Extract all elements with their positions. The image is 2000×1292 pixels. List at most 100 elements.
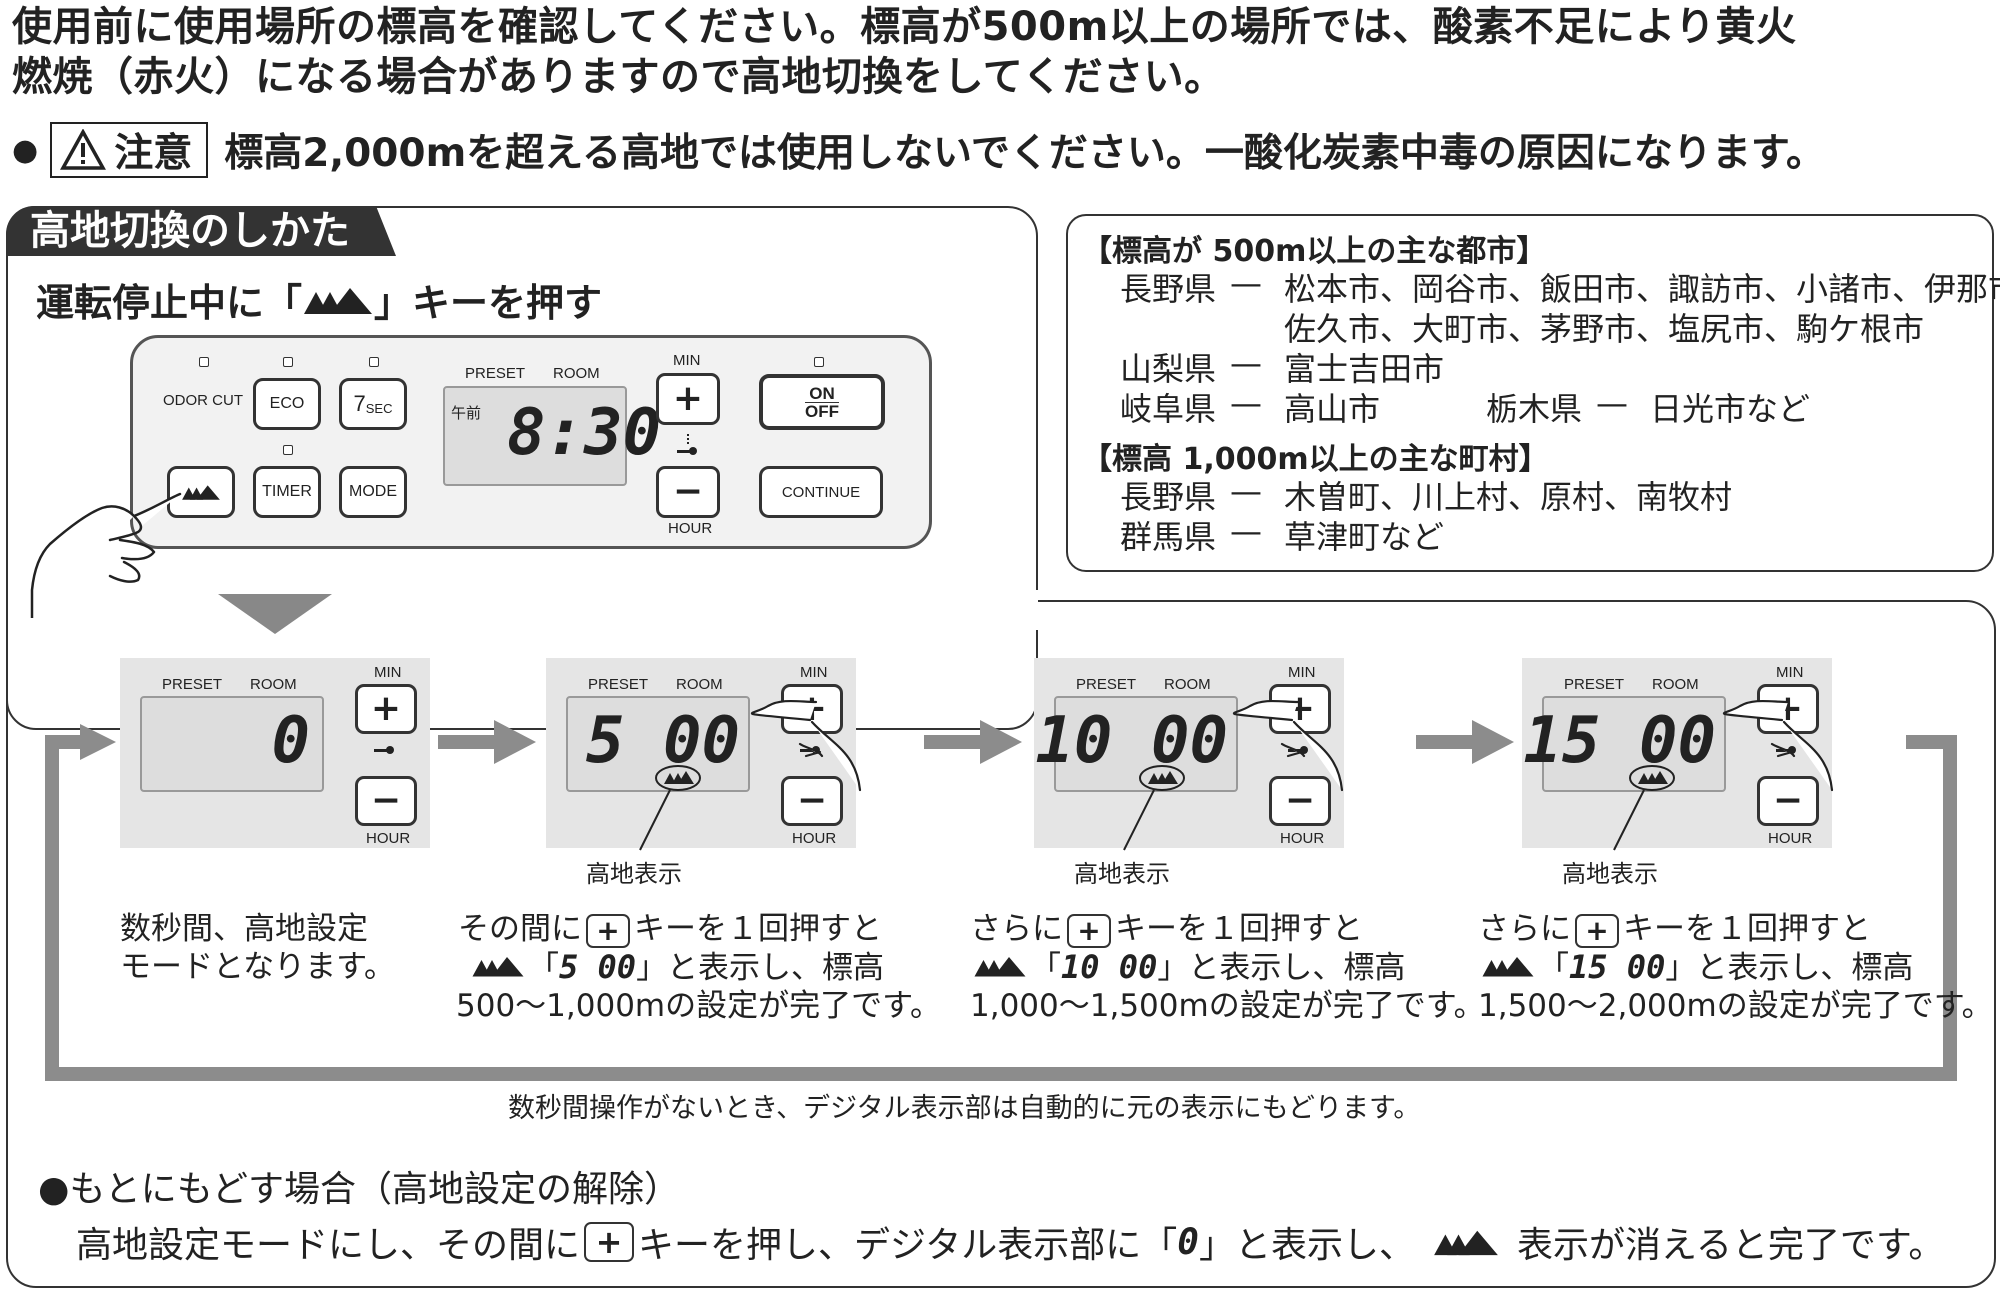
inline-plus-key: + — [1067, 913, 1111, 948]
step-display-4: 15 00 — [1523, 704, 1716, 778]
eco-led — [283, 357, 293, 367]
high-altitude-button[interactable] — [167, 466, 235, 518]
step-2-inline-display: 5 00 — [559, 948, 637, 986]
altitude-cities-box: 【標高が 500m以上の主な都市】 長野県 — 松本市、岡谷市、飯田市、諏訪市、… — [1066, 214, 2000, 572]
gunma-pref: 群馬県 — [1120, 518, 1217, 556]
plus-button[interactable]: + — [355, 684, 417, 734]
on-off-button[interactable]: ON OFF — [759, 374, 885, 430]
nagano-cities-2: 佐久市、大町市、茅野市、塩尻市、駒ケ根市 — [1284, 310, 1925, 348]
nagano-towns: 木曽町、川上村、原村、南牧村 — [1284, 478, 1733, 516]
preset-label: PRESET — [1564, 676, 1625, 693]
minus-button[interactable]: − — [355, 776, 417, 826]
room-label: ROOM — [553, 365, 600, 382]
preset-label: PRESET — [588, 676, 649, 693]
7sec-number: 7 — [353, 391, 366, 416]
step-4-line1a: さらに — [1478, 911, 1571, 947]
minus-button[interactable]: − — [656, 466, 720, 518]
inline-plus-key: + — [584, 1222, 635, 1262]
on-label: ON — [809, 383, 835, 403]
step-lcd-4: 15 00 — [1523, 696, 1726, 792]
tochigi-cities: 日光市など — [1650, 390, 1811, 428]
min-label: MIN — [800, 664, 828, 681]
bullet-icon: ● — [12, 132, 39, 168]
step-display-3: 10 00 — [1035, 704, 1228, 778]
instruction-post: 」キーを押す — [374, 281, 603, 325]
off-label: OFF — [805, 401, 839, 421]
step-unit-2: PRESET ROOM 5 00 MIN + − HOUR — [546, 658, 856, 848]
step-2-line-3: 500〜1,000mの設定が完了です。 — [456, 988, 942, 1024]
restore-body-d: 表示が消えると完了です。 — [1517, 1225, 1945, 1266]
warning-triangle-icon — [60, 129, 107, 170]
minus-button[interactable]: − — [1269, 776, 1331, 826]
step-3-line2a: 「 — [1030, 950, 1061, 986]
step-2-line2b: 」と表示し、標高 — [636, 950, 885, 986]
step-unit-4: PRESET ROOM 15 00 MIN + − HOUR — [1522, 658, 1832, 848]
caution-row: ● 注意 標高2,000mを超える高地では使用しないでください。一酸化炭素中毒の… — [12, 122, 1825, 178]
mountain-icon — [1434, 1230, 1498, 1256]
tochigi-pref: 栃木県 — [1486, 390, 1583, 428]
step-4-inline-display: 15 00 — [1569, 948, 1666, 986]
mode-button[interactable]: MODE — [339, 466, 407, 518]
mountain-icon — [974, 957, 1026, 977]
step-3-inline-display: 10 00 — [1061, 948, 1158, 986]
down-arrow-icon — [218, 594, 332, 634]
7sec-unit: SEC — [365, 400, 393, 416]
intro-line-2: 燃焼（赤火）になる場合がありますので高地切換をしてください。 — [12, 54, 1225, 100]
step-unit-3: PRESET ROOM 10 00 MIN + − HOUR — [1034, 658, 1344, 848]
continue-button[interactable]: CONTINUE — [759, 466, 883, 518]
restore-heading: ●もとにもどす場合（高地設定の解除） — [38, 1169, 680, 1210]
panel-join — [8, 590, 1038, 630]
dash: — — [1230, 512, 1262, 550]
step-display-1: 0 — [271, 704, 310, 778]
caution-text: 標高2,000mを超える高地では使用しないでください。一酸化炭素中毒の原因になり… — [224, 131, 1825, 176]
plus-button[interactable]: + — [656, 373, 720, 425]
step-4-line1b: キーを１回押すと — [1623, 911, 1871, 947]
step-3-line-3: 1,000〜1,500mの設定が完了です。 — [970, 988, 1485, 1024]
step-4-line-3: 1,500〜2,000mの設定が完了です。 — [1478, 988, 1993, 1024]
odor-cut-led — [199, 357, 209, 367]
hour-label: HOUR — [668, 520, 713, 537]
step-3-line2b: 」と表示し、標高 — [1157, 950, 1406, 986]
minus-button[interactable]: − — [781, 776, 843, 826]
nagano-pref-2: 長野県 — [1120, 478, 1217, 516]
restore-body-c: 」と表示し、 — [1198, 1225, 1415, 1266]
odor-cut-label: ODOR CUT — [163, 392, 243, 409]
altitude-display-label-3: 高地表示 — [1074, 860, 1170, 888]
key-lock-icon — [677, 434, 697, 455]
towns-1000-heading: 【標高 1,000m以上の主な町村】 — [1082, 442, 1549, 477]
hour-label: HOUR — [1768, 830, 1813, 847]
mountain-icon — [182, 485, 220, 500]
caution-badge: 注意 — [50, 122, 209, 178]
step-1-line-2: モードとなります。 — [120, 949, 395, 985]
gifu-cities: 高山市 — [1284, 390, 1381, 428]
step-lcd-2: 5 00 — [566, 696, 750, 792]
mountain-icon — [472, 957, 524, 977]
altitude-display-label-4: 高地表示 — [1562, 860, 1658, 888]
step-3-line1a: さらに — [970, 911, 1063, 947]
minus-button[interactable]: − — [1757, 776, 1819, 826]
nagano-pref: 長野県 — [1120, 270, 1217, 308]
room-label: ROOM — [1652, 676, 1699, 693]
intro-text: 使用前に使用場所の標高を確認してください。標高が500m以上の場所では、酸素不足… — [12, 2, 1796, 102]
step-2-line1a: その間に — [458, 911, 582, 947]
min-label: MIN — [1288, 664, 1316, 681]
section-instruction: 運転停止中に「 」キーを押す — [36, 272, 602, 327]
dash: — — [1596, 384, 1628, 422]
room-label: ROOM — [676, 676, 723, 693]
dash: — — [1230, 344, 1262, 382]
eco-button[interactable]: ECO — [253, 378, 321, 430]
pointing-hand-icon — [30, 492, 182, 618]
dash: — — [1230, 264, 1262, 302]
am-label: 午前 — [451, 404, 482, 422]
mountain-icon — [304, 287, 373, 314]
step-2-line2a: 「 — [528, 950, 559, 986]
timer-button[interactable]: TIMER — [253, 466, 321, 518]
step-2-line1b: キーを１回押すと — [634, 911, 882, 947]
restore-zero-display: 0 — [1177, 1221, 1199, 1263]
yamanashi-pref: 山梨県 — [1120, 350, 1217, 388]
caution-label: 注意 — [114, 131, 193, 176]
clock-display: 8:30 — [507, 396, 662, 470]
